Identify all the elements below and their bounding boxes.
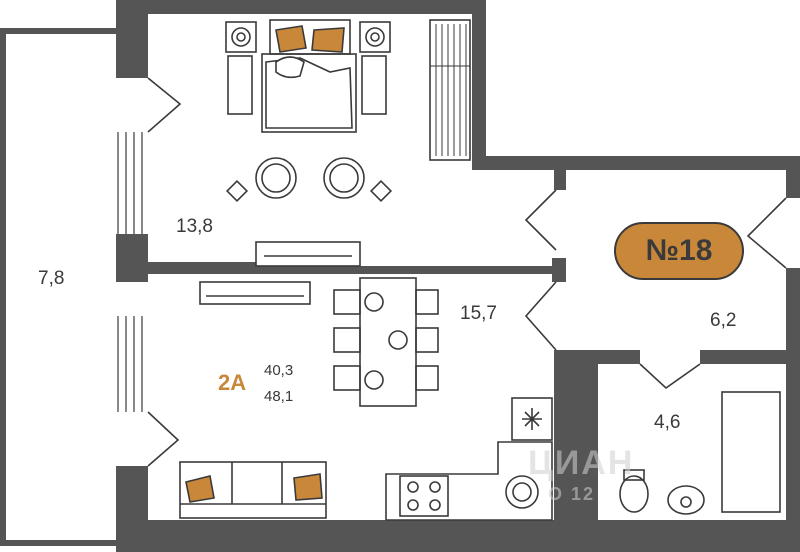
window-top [117,132,143,234]
bathtub [721,391,781,513]
armchair-left [255,157,297,199]
door-balcony-top [147,77,182,133]
kitchen-counter [385,441,553,521]
door-living [524,281,557,351]
door-bedroom [524,189,557,251]
door-bath [639,363,701,390]
watermark-sub: О 12 [548,484,596,504]
apartment-number: №18 [645,234,713,267]
cushion-right [293,473,323,501]
window-bottom [117,316,143,412]
radiator-top [429,19,471,161]
toilet [619,475,649,513]
cushion-left [185,475,215,503]
bedroom-area-label: 13,8 [176,216,213,237]
apartment-number-badge: №18 [614,222,744,280]
balcony-area-label: 7,8 [38,268,65,289]
armchair-right [323,157,365,199]
apartment-total-area: 48,1 [264,388,294,405]
watermark: ЦИАН [528,444,635,482]
apartment-living-area: 40,3 [264,362,294,379]
pillow-left [275,25,307,53]
living-area-label: 15,7 [460,303,497,324]
pillow-right [311,27,345,53]
bath-area-label: 4,6 [654,412,681,433]
tv-living [199,281,311,305]
fridge [511,397,553,441]
sink [505,475,539,509]
door-balcony-bottom [147,411,180,467]
door-entrance [746,197,787,269]
washbasin [667,485,705,515]
tv-bedroom [255,241,361,267]
hall-area-label: 6,2 [710,310,737,331]
sofa [179,461,327,519]
apartment-type: 2А [218,370,247,395]
